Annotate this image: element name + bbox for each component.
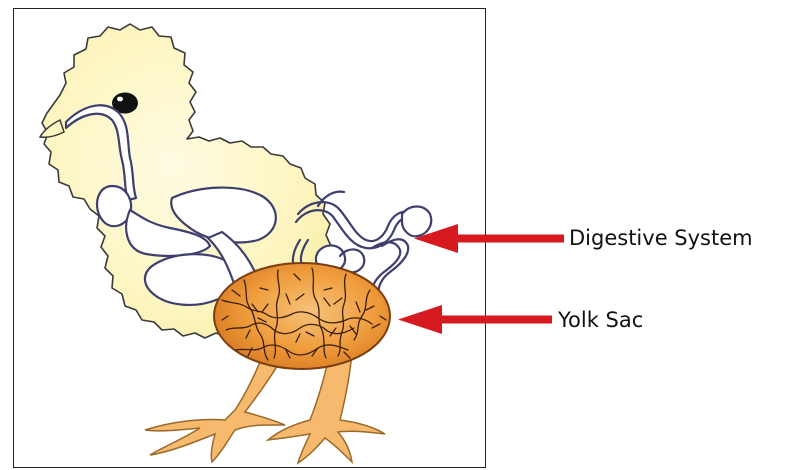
arrow-to-digestive [414, 224, 564, 253]
arrow-to-yolk [398, 305, 552, 334]
yolk-sac [214, 263, 390, 369]
arrow-left-icon [398, 305, 442, 334]
eye-highlight [117, 97, 123, 102]
digestive-system-label: Digestive System [569, 226, 753, 250]
yolk-sac-label: Yolk Sac [558, 308, 643, 332]
chick-legs [145, 350, 385, 463]
left-leg [145, 350, 285, 462]
